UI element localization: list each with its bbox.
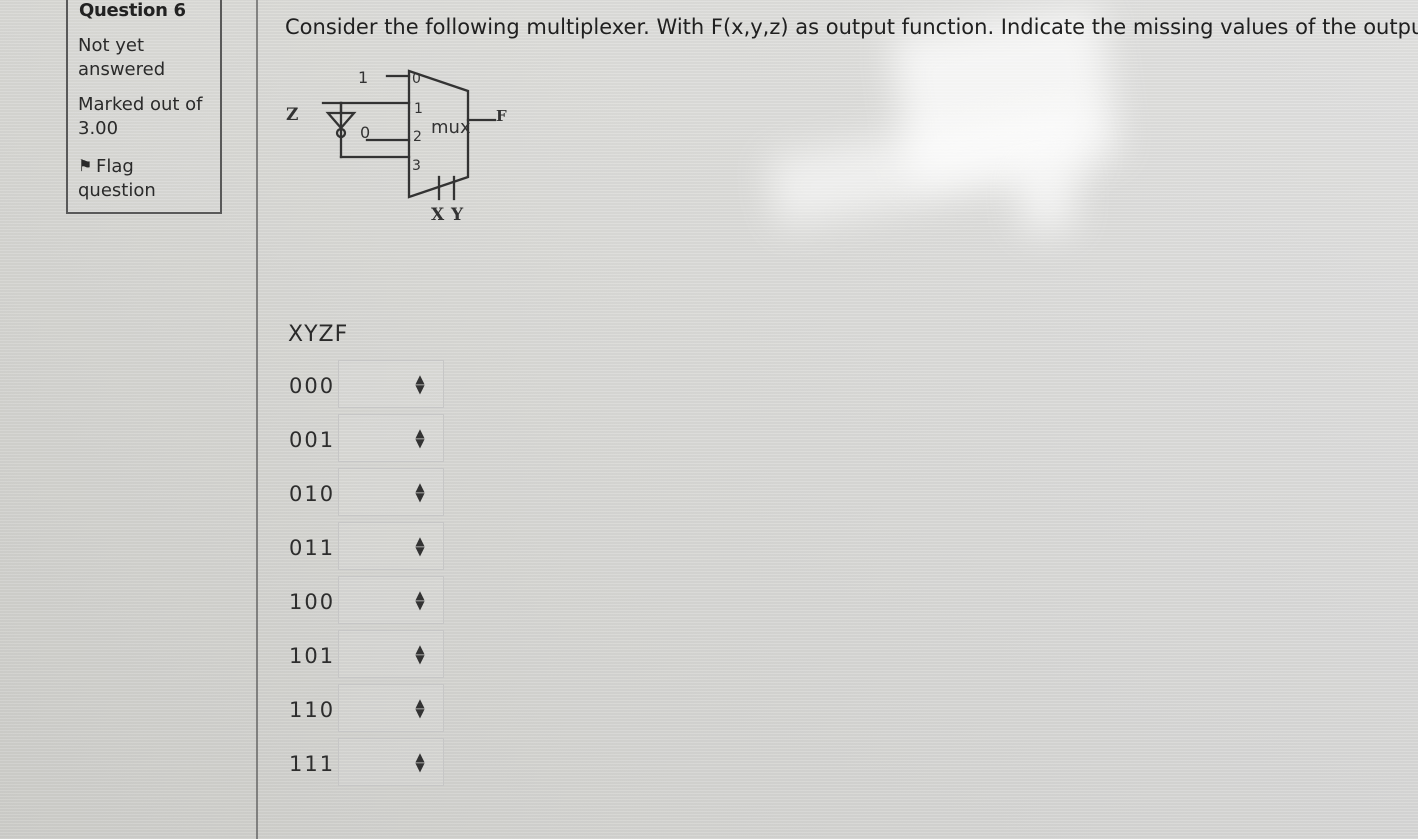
multiplexer-diagram: Z 1 0 0 1 2 3 mux F X Y: [286, 68, 507, 225]
truth-row-label-101: 101: [289, 644, 336, 668]
truth-row-label-011: 011: [289, 536, 336, 560]
select-label-x: X: [431, 205, 445, 225]
mux-body: [407, 69, 470, 199]
truth-row-select-110[interactable]: ▲▼: [338, 684, 444, 732]
label-zero-source: 0: [360, 123, 370, 142]
updown-arrows-icon: ▲▼: [415, 480, 425, 504]
truth-row-select-111[interactable]: ▲▼: [338, 738, 444, 786]
mux-input-1: 1: [414, 101, 423, 117]
mux-input-0: 0: [412, 71, 421, 87]
truth-row-label-111: 111: [289, 752, 336, 776]
truth-row-label-001: 001: [289, 428, 336, 452]
truth-row-select-101[interactable]: ▲▼: [338, 630, 444, 678]
truth-row-select-010[interactable]: ▲▼: [338, 468, 444, 516]
truth-row-label-100: 100: [289, 590, 336, 614]
updown-arrows-icon: ▲▼: [415, 696, 425, 720]
mux-label: mux: [431, 117, 471, 138]
truth-row-label-110: 110: [289, 698, 336, 722]
question-number: Question 6: [79, 0, 186, 21]
truth-row-select-001[interactable]: ▲▼: [338, 414, 444, 462]
mux-input-2: 2: [413, 129, 422, 145]
truth-row-select-000[interactable]: ▲▼: [338, 360, 444, 408]
question-mark: Marked out of 3.00: [78, 94, 203, 139]
truth-table-header: XYZF: [288, 322, 349, 347]
question-prompt: Consider the following multiplexer. With…: [285, 15, 1418, 39]
updown-arrows-icon: ▲▼: [415, 588, 425, 612]
updown-arrows-icon: ▲▼: [415, 750, 425, 774]
updown-arrows-icon: ▲▼: [415, 372, 425, 396]
truth-row-select-011[interactable]: ▲▼: [338, 522, 444, 570]
truth-row-select-100[interactable]: ▲▼: [338, 576, 444, 624]
updown-arrows-icon: ▲▼: [415, 426, 425, 450]
inverter-triangle: [325, 111, 357, 130]
label-z: Z: [286, 105, 298, 125]
content-divider: [256, 0, 258, 839]
updown-arrows-icon: ▲▼: [415, 642, 425, 666]
output-label-f: F: [496, 107, 507, 125]
question-info-panel: [66, 0, 222, 214]
truth-row-label-000: 000: [289, 374, 336, 398]
updown-arrows-icon: ▲▼: [415, 534, 425, 558]
truth-row-label-010: 010: [289, 482, 336, 506]
flag-question-label: Flag question: [78, 156, 156, 201]
question-status: Not yet answered: [78, 35, 166, 80]
label-one-source: 1: [358, 68, 368, 87]
mux-input-3: 3: [412, 158, 421, 174]
select-label-y: Y: [450, 205, 464, 225]
flag-icon: ⚑: [78, 156, 93, 175]
flag-question-link[interactable]: ⚑Flag question: [78, 155, 198, 203]
inverter-bubble: [335, 127, 347, 139]
